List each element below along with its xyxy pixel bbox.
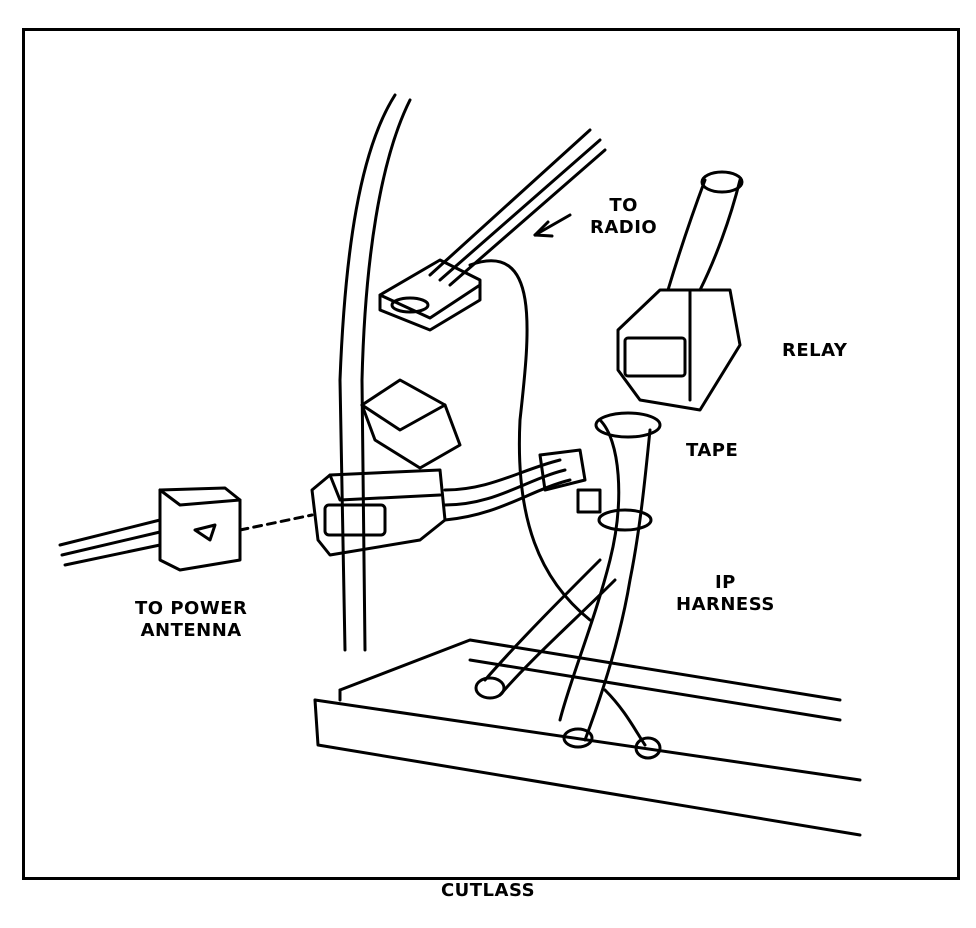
relay-body [616, 288, 742, 412]
pillar-trim-inner [360, 98, 412, 652]
pillar-trim [338, 93, 397, 652]
label-to-radio: TO RADIO [590, 195, 657, 239]
power-antenna-plug [158, 486, 242, 572]
label-to-power-antenna-line1: TO POWER [135, 598, 248, 619]
radio-wires [428, 128, 592, 277]
dash-ledge [313, 638, 862, 837]
antenna-connector [310, 468, 447, 557]
label-to-power-antenna-line2: ANTENNA [140, 620, 242, 641]
label-to-radio-line1: TO [609, 195, 638, 216]
label-ip-harness-line2: HARNESS [676, 594, 775, 615]
harness-upper [666, 178, 707, 292]
label-relay: RELAY [782, 340, 848, 361]
tape-band [594, 411, 662, 439]
diagram-frame [22, 28, 960, 880]
taped-splice [538, 448, 587, 492]
harness-lower [558, 418, 621, 722]
to-radio-arrow [533, 213, 572, 237]
label-to-radio-line2: RADIO [590, 217, 658, 238]
label-to-power-antenna: TO POWER ANTENNA [135, 598, 247, 642]
diagram-caption: CUTLASS [440, 880, 536, 901]
mating-line [238, 513, 314, 532]
label-ip-harness: IP HARNESS [676, 572, 775, 616]
label-tape: TAPE [686, 440, 739, 461]
label-ip-harness-line1: IP [714, 572, 736, 593]
jumper-connector [360, 378, 462, 470]
antenna-lead [468, 259, 592, 622]
harness-clip [576, 488, 602, 514]
radio-connector [378, 258, 482, 332]
